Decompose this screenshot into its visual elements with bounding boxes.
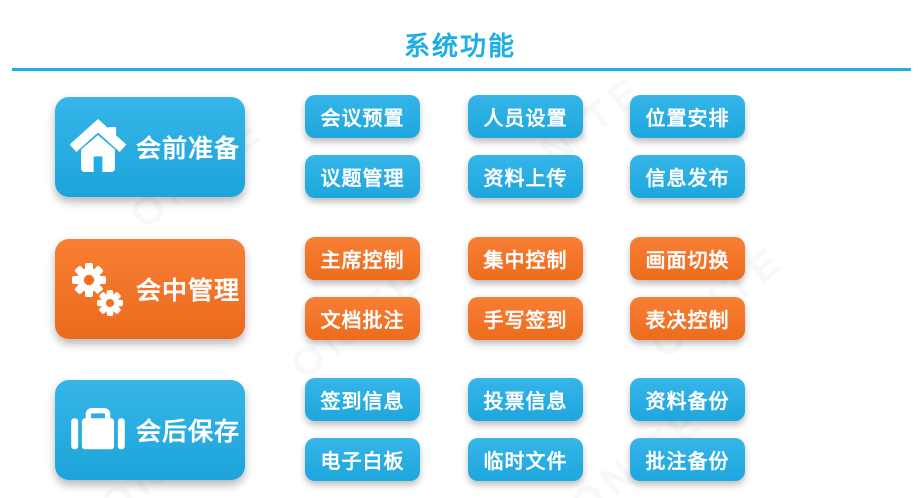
button-topic-management[interactable]: 议题管理 [305,155,420,198]
button-annotation-backup[interactable]: 批注备份 [630,438,745,481]
button-temp-files[interactable]: 临时文件 [468,438,583,481]
button-handwritten-signin[interactable]: 手写签到 [468,297,583,340]
gears-icon [68,258,128,320]
category-label: 会前准备 [136,135,241,163]
button-material-upload[interactable]: 资料上传 [468,155,583,198]
category-label: 会后保存 [136,418,241,446]
button-screen-switch[interactable]: 画面切换 [630,237,745,280]
button-doc-annotation[interactable]: 文档批注 [305,297,420,340]
button-seat-arrangement[interactable]: 位置安排 [630,95,745,138]
button-material-backup[interactable]: 资料备份 [630,378,745,421]
group-post-meeting: 会后保存 签到信息 投票信息 资料备份 电子白板 临时文件 批注备份 [0,378,920,488]
button-chairman-control[interactable]: 主席控制 [305,237,420,280]
category-in-meeting[interactable]: 会中管理 [55,239,245,339]
title-divider [12,68,911,71]
page-title: 系统功能 [403,31,516,61]
category-label: 会中管理 [136,277,241,305]
group-in-meeting: 会中管理 主席控制 集中控制 画面切换 文档批注 手写签到 表决控制 [0,237,920,347]
button-info-publish[interactable]: 信息发布 [630,155,745,198]
category-post-meeting[interactable]: 会后保存 [55,380,245,480]
button-voting-control[interactable]: 表决控制 [630,297,745,340]
group-pre-meeting: 会前准备 会议预置 人员设置 位置安排 议题管理 资料上传 信息发布 [0,95,920,205]
home-icon [68,116,128,178]
button-voting-info[interactable]: 投票信息 [468,378,583,421]
button-meeting-preset[interactable]: 会议预置 [305,95,420,138]
category-pre-meeting[interactable]: 会前准备 [55,97,245,197]
button-signin-info[interactable]: 签到信息 [305,378,420,421]
briefcase-icon [68,399,128,461]
button-central-control[interactable]: 集中控制 [468,237,583,280]
button-whiteboard[interactable]: 电子白板 [305,438,420,481]
button-personnel-setup[interactable]: 人员设置 [468,95,583,138]
